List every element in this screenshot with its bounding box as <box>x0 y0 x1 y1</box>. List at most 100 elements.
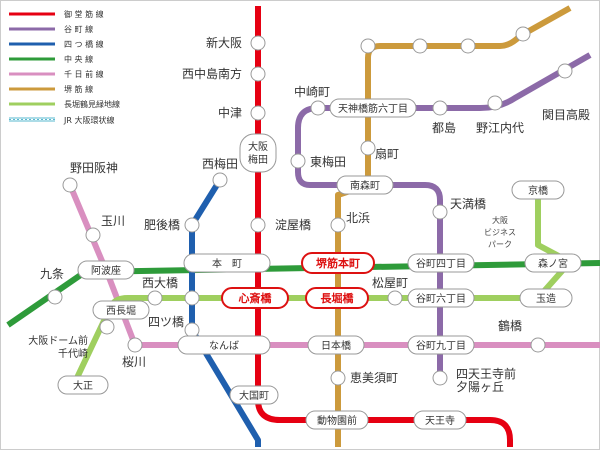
station-marker-nishinakajima[interactable] <box>250 66 266 82</box>
station-label-toshima: 都島 <box>432 120 456 135</box>
station-marker-noe[interactable] <box>487 95 503 111</box>
legend: 御 堂 筋 線 谷 町 線 四 つ 橋 線 中 央 線 千 日 前 線 堺 筋 … <box>9 9 120 125</box>
station-pill-sakaisuji-hommachi[interactable] <box>301 252 375 274</box>
station-label-tsuruhashi: 鶴橋 <box>498 318 522 333</box>
station-pill-nagahoribashi[interactable] <box>305 287 369 309</box>
station-label-tanimachi4: 谷町四丁目 <box>416 258 466 270</box>
station-label-obp-2: ビジネス <box>484 228 516 237</box>
station-marker-kujo[interactable] <box>47 289 63 305</box>
station-marker-nishiumeda[interactable] <box>212 172 228 188</box>
station-label-nishinagahori: 西長堀 <box>106 305 136 317</box>
station-label-minamimorimachi: 南森町 <box>350 179 380 192</box>
station-label-dome-1: 大阪ドーム前 <box>28 334 88 347</box>
station-pill-taisho[interactable] <box>57 375 109 395</box>
station-pill-tamatsukuri[interactable] <box>519 288 573 308</box>
highlighted-stations <box>221 252 375 309</box>
legend-label-tanimachi: 谷 町 線 <box>64 24 93 34</box>
station-marker-shin-osaka[interactable] <box>250 35 266 51</box>
station-label-sekime: 関目高殿 <box>542 107 590 122</box>
station-label-ebisucho: 恵美須町 <box>350 371 398 385</box>
station-label-dome-2: 千代崎 <box>58 347 88 360</box>
station-markers <box>47 26 573 386</box>
station-marker-sakaisuji-n2[interactable] <box>412 38 428 54</box>
station-marker-sakaisuji-n1[interactable] <box>360 38 376 54</box>
station-pill-tanimachi6[interactable] <box>407 288 475 308</box>
sakaisuji-line <box>335 5 572 447</box>
station-marker-tamagawa[interactable] <box>85 227 101 243</box>
station-marker-sakaisuji-n3[interactable] <box>460 38 476 54</box>
station-label-daikokucho: 大国町 <box>239 389 269 402</box>
station-marker-sekime[interactable] <box>557 63 573 79</box>
station-pill-nishinagahori[interactable] <box>92 300 150 320</box>
station-label-dobutsuen: 動物園前 <box>317 414 357 427</box>
station-pill-hommachi[interactable] <box>183 253 271 273</box>
station-label-kyobashi: 京橋 <box>528 184 548 197</box>
station-label-yotsubashi: 四ツ橋 <box>148 315 184 329</box>
station-label-taisho: 大正 <box>73 379 93 392</box>
station-marker-higobashi[interactable] <box>184 217 200 233</box>
legend-label-chuo: 中 央 線 <box>64 54 93 64</box>
station-label-obp-1: 大阪 <box>492 215 508 225</box>
station-marker-kitahama[interactable] <box>330 217 346 233</box>
station-marker-sakuragawa[interactable] <box>127 337 143 353</box>
station-label-higobashi: 肥後橋 <box>144 218 180 232</box>
station-label-morinomiya: 森ノ宮 <box>538 257 568 270</box>
station-label-nishiohashi: 西大橋 <box>142 276 178 290</box>
labels-center: 大阪 梅田 西梅田 中崎町 天神橋筋六丁目 南森町 京橋 森ノ宮 玉造 阿波座 … <box>70 84 568 427</box>
station-label-nakatsu: 中津 <box>218 105 242 120</box>
station-marker-higashiumeda[interactable] <box>290 153 306 169</box>
station-marker-matsuyamachi[interactable] <box>387 290 403 306</box>
station-marker-yodoyabashi[interactable] <box>250 217 266 233</box>
legend-label-nagahori: 長堀鶴見緑地線 <box>64 99 120 109</box>
station-marker-yotsubashi[interactable] <box>184 322 200 338</box>
station-label-kitahama: 北浜 <box>346 211 370 225</box>
station-marker-ogimachi[interactable] <box>360 140 376 156</box>
station-marker-shitennoji[interactable] <box>432 370 448 386</box>
station-pill-umeda[interactable] <box>239 133 277 173</box>
station-marker-sakaisuji-n4[interactable] <box>515 26 531 42</box>
station-marker-nakatsu[interactable] <box>250 105 266 121</box>
station-marker-temmabashi[interactable] <box>432 204 448 220</box>
station-marker-nodahanshin[interactable] <box>62 177 78 193</box>
station-label-noe: 野江内代 <box>476 121 524 135</box>
station-marker-nakazakicho[interactable] <box>310 100 326 116</box>
station-label-shitennoji-2: 夕陽ヶ丘 <box>456 380 504 394</box>
legend-label-sakaisuji: 堺 筋 線 <box>64 84 93 94</box>
station-label-tanimachi9: 谷町九丁目 <box>416 340 466 352</box>
station-marker-nishiohashi-b[interactable] <box>184 290 200 306</box>
station-marker-tsuruhashi[interactable] <box>530 337 546 353</box>
station-label-umeda-2: 梅田 <box>248 153 268 166</box>
station-pill-shinsaibashi[interactable] <box>221 287 289 309</box>
station-marker-ebisucho[interactable] <box>330 370 346 386</box>
station-pill-nipponbashi[interactable] <box>307 335 365 355</box>
station-label-temmabashi: 天満橋 <box>450 197 486 211</box>
station-pill-morinomiya[interactable] <box>524 253 582 273</box>
station-label-ogimachi: 扇町 <box>375 146 399 161</box>
station-pill-dobutsuen[interactable] <box>305 410 369 430</box>
station-marker-dome[interactable] <box>99 319 115 335</box>
station-pill-tanimachi9[interactable] <box>407 335 475 355</box>
station-pill-kyobashi[interactable] <box>511 180 565 200</box>
station-pill-tennoji[interactable] <box>413 410 467 430</box>
station-label-nishinakajima: 西中島南方 <box>182 66 242 81</box>
station-label-tennoji: 天王寺 <box>425 415 455 427</box>
station-label-tamagawa: 玉川 <box>101 214 125 228</box>
station-label-umeda-1: 大阪 <box>248 140 268 153</box>
labels-right: 東梅田 扇町 都島 野江内代 関目高殿 淀屋橋 北浜 天満橋 松屋町 桜川 鶴橋… <box>122 107 590 394</box>
station-pill-awaza[interactable] <box>77 260 135 280</box>
station-marker-toshima[interactable] <box>432 100 448 116</box>
station-pill-tenjinbashi[interactable] <box>329 98 417 118</box>
station-label-shinsaibashi: 心斎橋 <box>239 291 273 305</box>
station-pill-namba[interactable] <box>177 335 271 355</box>
station-pill-daikokucho[interactable] <box>229 385 279 405</box>
station-pill-tanimachi4[interactable] <box>407 253 475 273</box>
station-label-tanimachi6: 谷町六丁目 <box>416 293 466 305</box>
station-label-hommachi: 本 町 <box>212 257 242 270</box>
station-marker-nishiohashi[interactable] <box>147 290 163 306</box>
station-pill-minamimorimachi[interactable] <box>336 175 394 195</box>
station-label-kujo: 九条 <box>40 267 64 281</box>
station-label-namba: なんば <box>209 340 239 352</box>
labels-left: 新大阪 西中島南方 中津 肥後橋 西大橋 四ツ橋 大阪ドーム前 千代崎 九条 <box>28 35 242 360</box>
